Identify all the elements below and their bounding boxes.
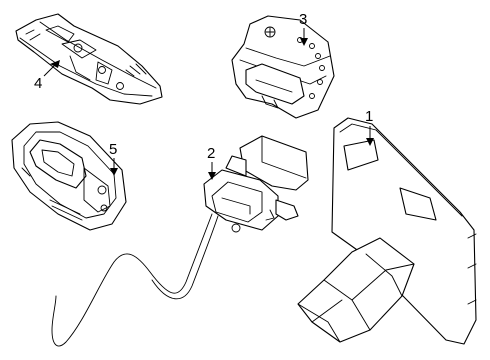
callout-4: 4 (34, 75, 42, 92)
callout-1: 1 (365, 108, 373, 125)
callout-2: 2 (207, 145, 215, 162)
callout-3: 3 (299, 11, 307, 28)
leader-lines (43, 28, 374, 180)
part-1-panel (297, 117, 477, 345)
part-3-switch-housing (231, 15, 335, 119)
part-4-bracket (15, 13, 163, 105)
callout-5: 5 (109, 141, 117, 158)
part-5-bezel (11, 121, 127, 231)
part-2-connector (51, 135, 309, 347)
